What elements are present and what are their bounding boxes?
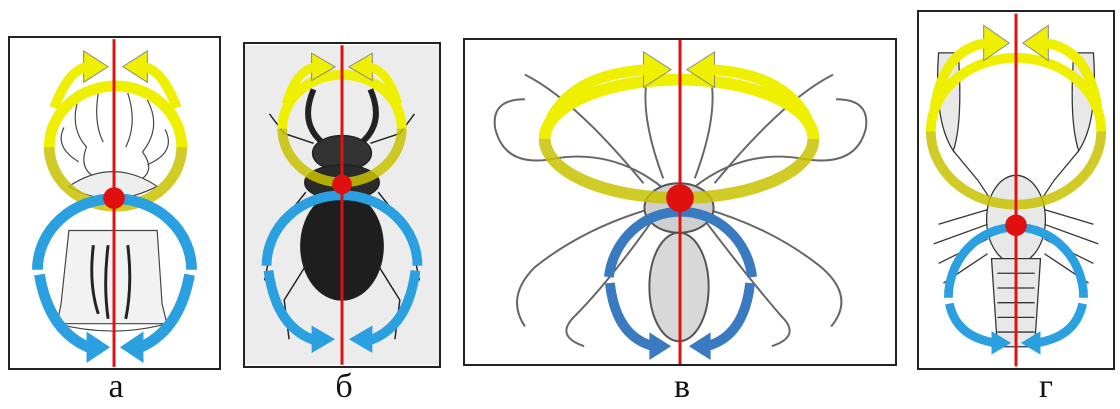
panel-label-c: в (652, 368, 712, 406)
panel-label-b: б (314, 368, 374, 406)
panel-label-d: г (1016, 368, 1076, 406)
center-point (103, 187, 125, 209)
panel-d-figure (919, 12, 1113, 368)
blue-arrow-left-icon (120, 332, 144, 363)
panel-a (8, 36, 221, 370)
panel-c (463, 38, 897, 366)
blue-arrow-right-icon (87, 332, 111, 363)
panel-c-figure (465, 40, 895, 364)
panel-label-a: а (86, 368, 146, 406)
panel-d (917, 10, 1115, 370)
center-point (1005, 214, 1027, 236)
panel-a-figure (10, 38, 219, 368)
center-point (332, 175, 352, 195)
panel-b (243, 42, 441, 368)
panel-b-figure (245, 44, 439, 366)
center-point (666, 184, 694, 212)
